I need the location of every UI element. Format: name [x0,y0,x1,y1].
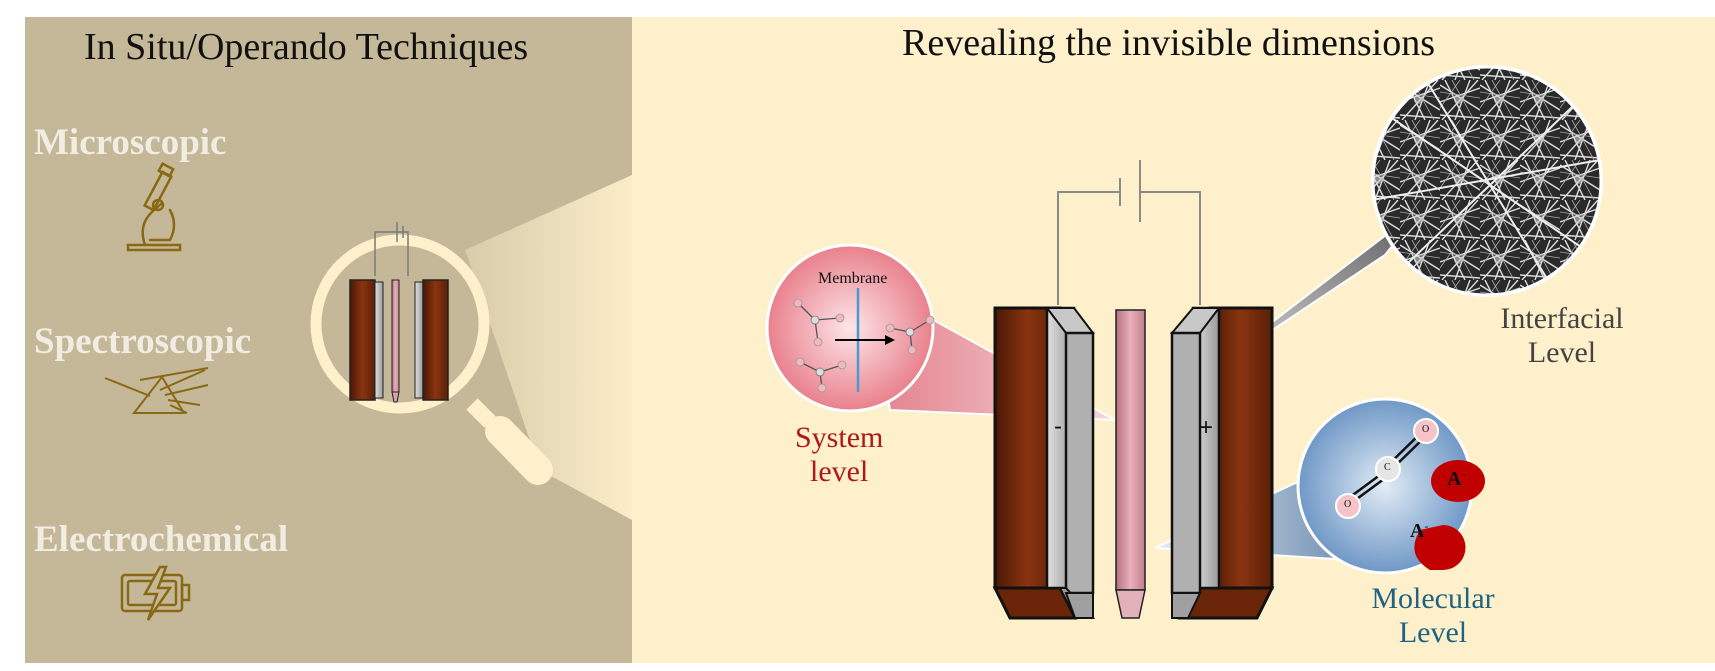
oxygen-label-bottom: O [1344,499,1352,510]
battery-icon [120,565,191,621]
carbon-label: C [1384,462,1391,473]
anion-2 [1414,525,1466,570]
light-beam [465,175,632,520]
microscope-icon [126,161,182,252]
system-level-circle [765,243,935,413]
prism-icon [104,367,209,414]
negative-sign: - [1054,413,1062,440]
category-electrochemical: Electrochemical [34,519,289,560]
right-title: Revealing the invisible dimensions [902,22,1435,64]
interfacial-level-label: Interfacial Level [1500,302,1624,369]
category-microscopic: Microscopic [34,122,227,163]
oxygen-atom-bottom [1335,493,1361,519]
molecular-level-label: Molecular Level [1371,582,1495,649]
left-title: In Situ/Operando Techniques [84,26,529,68]
category-spectroscopic: Spectroscopic [34,321,252,362]
oxygen-label-top: O [1422,424,1430,435]
molecular-level-circle [1296,397,1485,575]
anion-1-label: A- [1447,468,1466,490]
magnifier [310,222,553,485]
membrane-label: Membrane [818,270,888,287]
carbon-atom [1375,456,1401,482]
sem-image [1371,65,1603,297]
positive-electrode [1169,306,1275,620]
positive-sign: + [1199,414,1214,441]
oxygen-atom-top [1413,418,1439,444]
membrane-separator [1115,309,1146,619]
circuit-wire [1057,160,1201,305]
anion-1 [1431,460,1485,502]
mini-cell [349,222,449,403]
negative-electrode [992,306,1096,620]
system-level-label: System level [795,421,884,488]
anion-2-label: A- [1410,520,1429,542]
